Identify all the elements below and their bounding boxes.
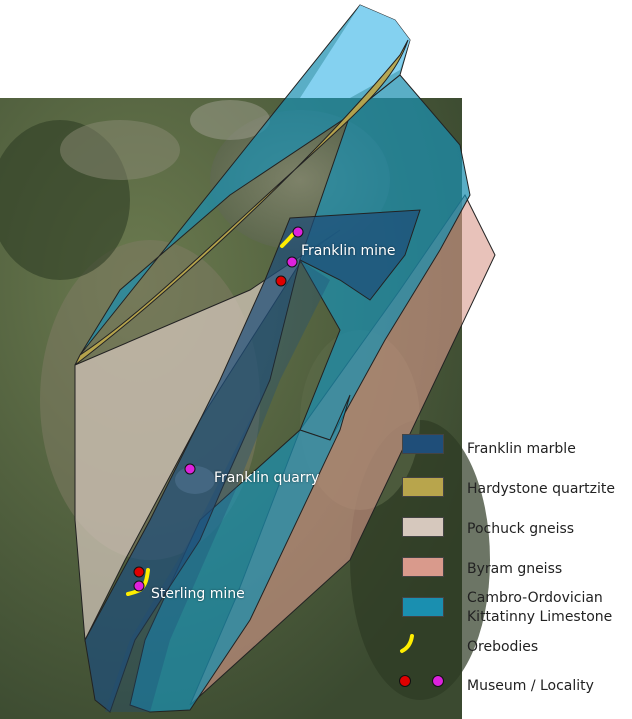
legend-label-kittatinny-line2: Kittatinny Limestone <box>467 609 613 625</box>
locality-dot-icon <box>286 256 298 268</box>
legend-label-museum-locality: Museum / Locality <box>467 678 594 694</box>
franklin-marble-lower-unit <box>105 260 330 712</box>
legend-label-kittatinny-line1: Cambro-Ordovician <box>467 590 603 606</box>
legend-swatch-byram-gneiss <box>402 557 444 577</box>
legend-swatch-hardystone-quartzite <box>402 477 444 497</box>
legend-museum-dot-icon <box>399 675 411 687</box>
legend-label-orebodies: Orebodies <box>467 639 539 655</box>
museum-dot-icon <box>133 566 145 578</box>
sterling-mine-label: Sterling mine <box>151 586 245 602</box>
legend-swatch-pochuck-gneiss <box>402 517 444 537</box>
legend-swatch-kittatinny <box>402 597 444 617</box>
kittatinny-south-unit <box>129 394 351 713</box>
locality-dot-icon <box>184 463 196 475</box>
legend-swatch-franklin-marble <box>402 434 444 454</box>
legend-locality-dot-icon <box>432 675 444 687</box>
legend-label-franklin-marble: Franklin marble <box>467 441 576 457</box>
kittatinny-sky-unit <box>300 5 410 98</box>
legend-label-hardystone-quartzite: Hardystone quartzite <box>467 481 615 497</box>
museum-dot-icon <box>275 275 287 287</box>
locality-dot-icon <box>292 226 304 238</box>
hardystone-quartzite-unit <box>74 39 409 366</box>
locality-dot-icon <box>133 580 145 592</box>
franklin-quarry-label: Franklin quarry <box>214 470 320 486</box>
legend-label-byram-gneiss: Byram gneiss <box>467 561 563 577</box>
franklin-marble-unit <box>84 209 421 713</box>
legend-label-pochuck-gneiss: Pochuck gneiss <box>467 521 575 537</box>
legend-orebody-icon <box>400 634 414 653</box>
franklin-mine-label: Franklin mine <box>301 243 396 259</box>
